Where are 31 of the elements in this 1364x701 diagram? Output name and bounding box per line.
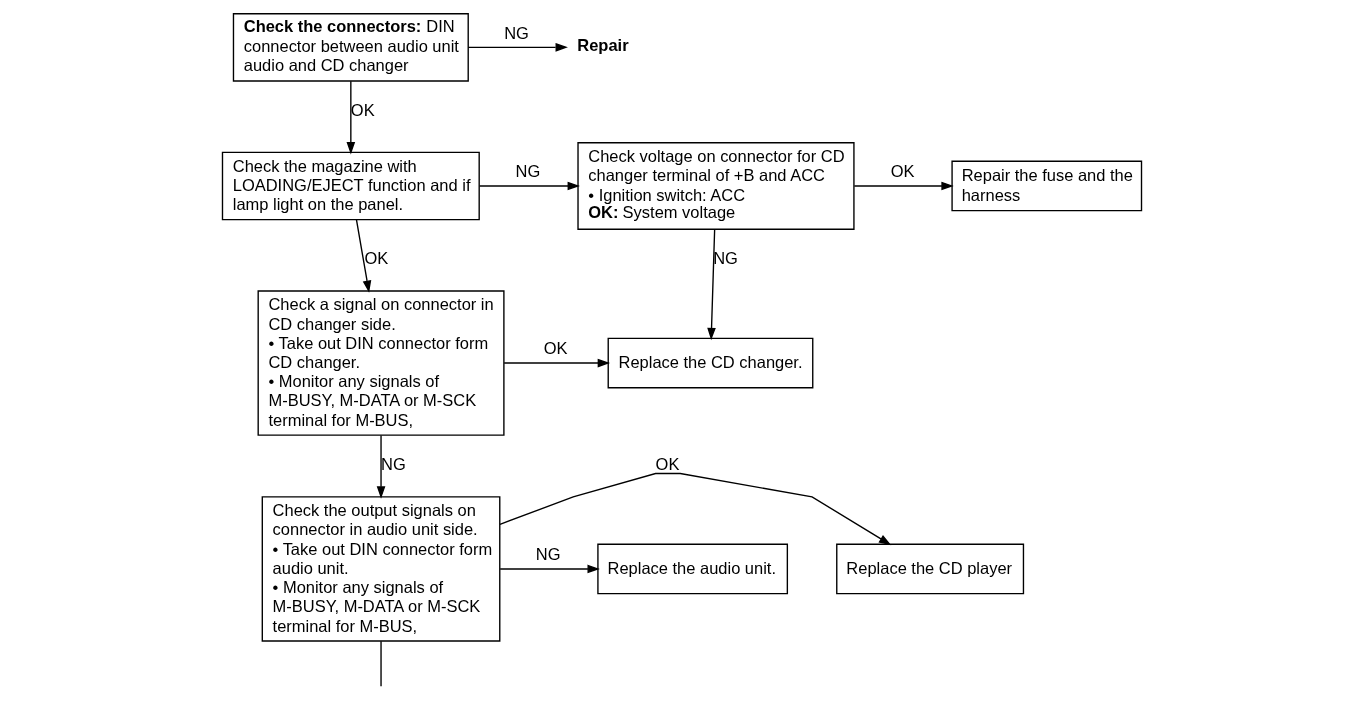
node-box: Check voltage on connector for CD changer terminal of +B and ACC • Ignition switch: ACC OK: System voltage [577, 142, 855, 230]
node-box: Replace the CD changer. [607, 337, 814, 389]
node-box: Check the magazine with LOADING/EJECT function and if lamp light on the panel. [221, 151, 480, 221]
connector [380, 640, 382, 687]
edge-label: NG [535, 545, 561, 564]
edge-label: NG [515, 162, 541, 181]
arrow [346, 80, 356, 155]
node-box: Check the connectors: DIN connector between audio unit audio and CD changer [232, 13, 469, 82]
arrow [499, 564, 600, 574]
edge-label: NG [504, 23, 529, 42]
node-box: Replace the CD player [836, 543, 1025, 595]
arrow [467, 43, 568, 52]
edge-label: OK [543, 339, 568, 358]
node-box: Replace the audio unit. [597, 543, 789, 595]
arrow [853, 181, 954, 191]
node-box: Repair the fuse and the harness [951, 160, 1143, 212]
edge-label: NG [713, 249, 738, 268]
node-text: Repair [577, 35, 629, 54]
arrow [478, 181, 580, 191]
edge-label: OK [655, 455, 680, 474]
arrow [503, 358, 610, 368]
arrow [499, 472, 892, 546]
edge-label: OK [350, 101, 375, 120]
edge-label: OK [364, 249, 389, 268]
arrow [707, 228, 716, 341]
node-box: Check a signal on connector in CD changer side. • Take out DIN connector form CD changer. • Monitor any signals of M-BUSY, M-DATA or M-SCK terminal for M-BUS, [257, 290, 505, 436]
node-box: Check the output signals on connector in audio unit side. • Take out DIN connector form audio unit. • Monitor any signals of M-BUSY, M-DATA or M-SCK terminal for M-BUS, [261, 496, 501, 642]
edge-label: NG [381, 455, 406, 474]
arrow [355, 219, 372, 293]
edge-label: OK [890, 162, 915, 181]
arrow [376, 434, 386, 499]
